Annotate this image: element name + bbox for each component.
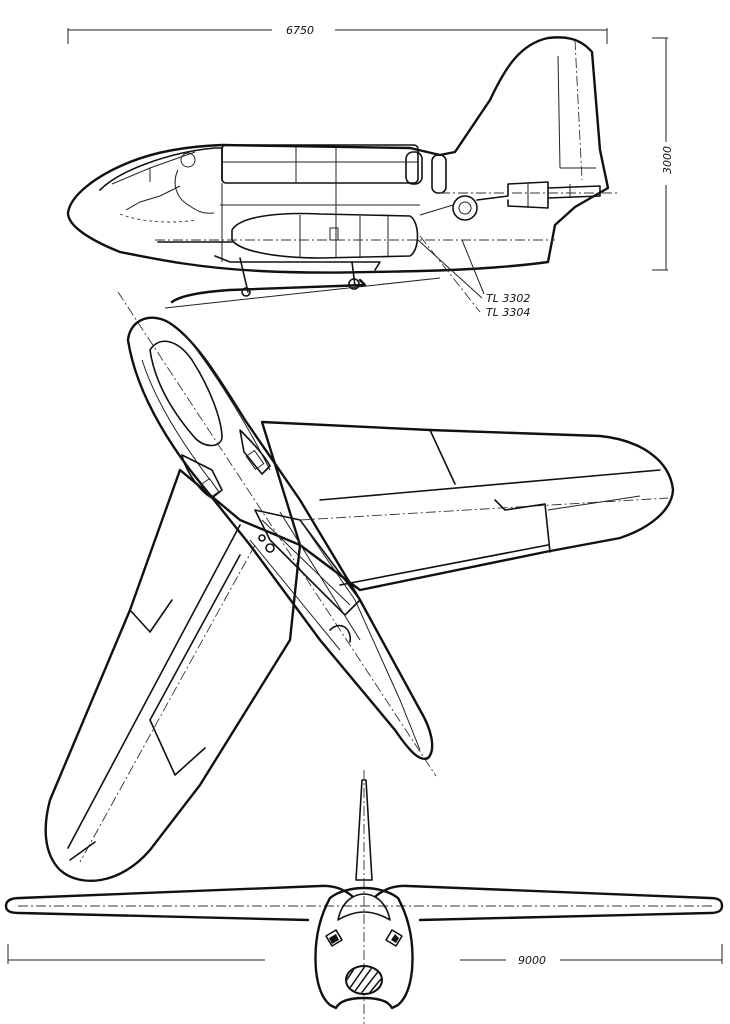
pilot-figure bbox=[119, 152, 215, 223]
height-label: 3000 bbox=[661, 146, 674, 174]
canopy-plan bbox=[149, 340, 223, 447]
fuselage-outline bbox=[66, 36, 610, 274]
fuselage-plan bbox=[126, 316, 434, 761]
height-dimension: 3000 bbox=[652, 37, 674, 271]
landing-skid bbox=[170, 255, 381, 304]
canopy bbox=[99, 147, 223, 191]
engine-callout-b: TL 3304 bbox=[486, 306, 530, 319]
front-fuselage bbox=[314, 886, 414, 1010]
port-wing bbox=[44, 468, 302, 882]
side-view: 6750 3000 bbox=[66, 24, 674, 319]
front-view: 9000 bbox=[4, 770, 724, 1024]
starboard-wing bbox=[260, 420, 675, 592]
exhaust-hatch bbox=[345, 965, 383, 995]
length-label: 6750 bbox=[286, 24, 314, 37]
engine-callout-a: TL 3302 bbox=[486, 292, 530, 305]
span-label: 9000 bbox=[518, 954, 546, 967]
exhaust-assembly bbox=[419, 181, 618, 221]
plan-view bbox=[44, 291, 675, 882]
length-dimension: 6750 bbox=[67, 24, 608, 44]
front-fin bbox=[355, 779, 373, 881]
span-dimension: 9000 bbox=[7, 944, 723, 967]
engine-outline bbox=[155, 212, 555, 259]
